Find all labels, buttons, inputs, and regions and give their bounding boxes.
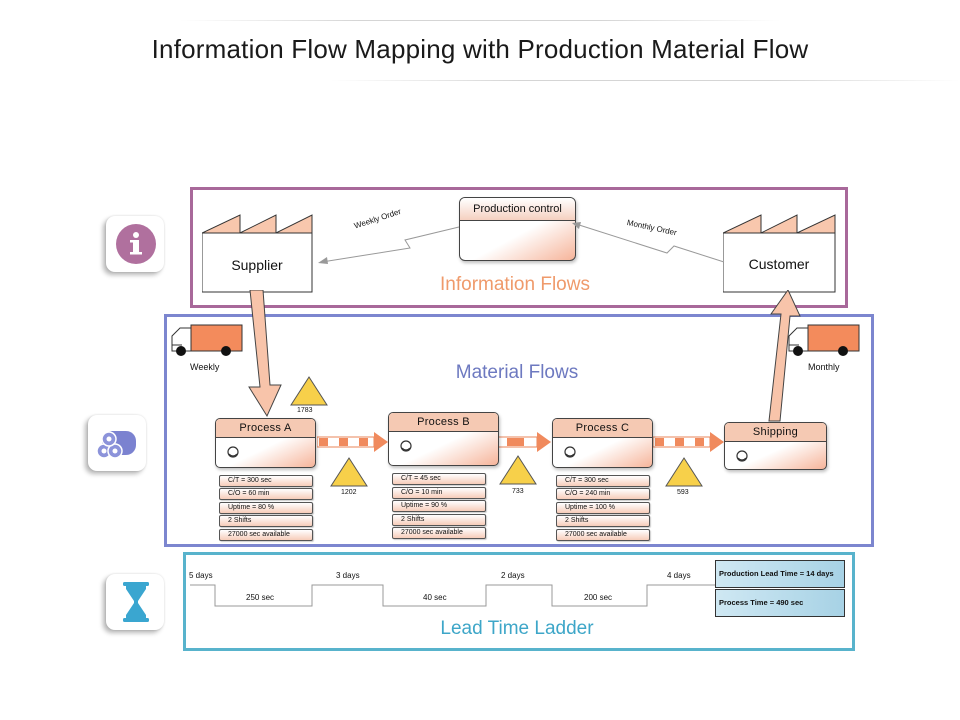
process-time-2: 40 sec xyxy=(423,593,447,602)
shipping-box: Shipping xyxy=(724,422,827,470)
process-time-3: 200 sec xyxy=(584,593,613,602)
lead-tile xyxy=(106,574,164,630)
process-c-uptime: Uptime = 100 % xyxy=(556,502,650,514)
monthly-label: Monthly xyxy=(808,362,840,372)
material-flows-section xyxy=(164,314,874,547)
inventory-triangle-icon xyxy=(290,376,328,406)
lead-time-ladder-label: Lead Time Ladder xyxy=(440,618,594,639)
inventory-value-1: 1783 xyxy=(297,407,313,414)
process-c-box: Process C xyxy=(552,418,653,468)
process-b-uptime: Uptime = 90 % xyxy=(392,500,486,512)
customer-factory-icon xyxy=(723,214,836,293)
customer-shipment-arrow xyxy=(768,290,801,422)
process-c-co: C/O = 240 min xyxy=(556,488,650,500)
inventory-triangle-icon xyxy=(499,455,537,485)
push-arrow-icon xyxy=(317,432,388,452)
process-b-ct: C/T = 45 sec xyxy=(392,473,486,485)
lead-days-3: 2 days xyxy=(501,571,525,580)
process-b-label: Process B xyxy=(389,413,498,432)
operator-icon xyxy=(736,450,748,462)
inventory-value-3: 733 xyxy=(512,488,524,495)
production-control-box: Production control xyxy=(459,197,576,261)
inventory-triangle-icon xyxy=(665,457,703,487)
weekly-label: Weekly xyxy=(190,362,220,372)
information-arrows xyxy=(318,222,725,264)
supplier-factory-icon xyxy=(202,214,313,293)
supplier-label: Supplier xyxy=(231,257,283,273)
inventory-triangle-icon xyxy=(330,457,368,487)
material-rolls-icon xyxy=(96,431,136,459)
info-tile xyxy=(106,216,164,272)
inventory-value-4: 593 xyxy=(677,489,689,496)
lead-time-ladder-line xyxy=(190,584,715,607)
process-a-box: Process A xyxy=(215,418,316,468)
process-c-available: 27000 sec available xyxy=(556,529,650,541)
process-a-uptime: Uptime = 80 % xyxy=(219,502,313,514)
process-a-shifts: 2 Shifts xyxy=(219,515,313,527)
lead-days-1: 5 days xyxy=(189,571,213,580)
lead-time-ladder-section xyxy=(183,552,855,651)
customer-truck-icon xyxy=(788,324,860,356)
production-lead-time-box: Production Lead Time = 14 days xyxy=(715,560,845,588)
process-b-box: Process B xyxy=(388,412,499,466)
top-rule xyxy=(180,20,780,21)
page-title: Information Flow Mapping with Production… xyxy=(151,34,809,64)
operator-icon xyxy=(564,446,576,458)
title-rule xyxy=(330,80,960,81)
production-control-label: Production control xyxy=(460,198,575,221)
supplier-truck-icon xyxy=(171,324,243,356)
process-b-available: 27000 sec available xyxy=(392,527,486,539)
process-a-available: 27000 sec available xyxy=(219,529,313,541)
process-c-shifts: 2 Shifts xyxy=(556,515,650,527)
material-tile xyxy=(88,415,146,471)
process-a-label: Process A xyxy=(216,419,315,438)
lead-days-4: 4 days xyxy=(667,571,691,580)
customer-label: Customer xyxy=(748,256,810,272)
process-a-co: C/O = 60 min xyxy=(219,488,313,500)
material-flows-label: Material Flows xyxy=(455,362,579,383)
process-a-ct: C/T = 300 sec xyxy=(219,475,313,487)
information-flows-label: Information Flows xyxy=(440,274,590,295)
inventory-value-2: 1202 xyxy=(341,489,357,496)
supplier-shipment-arrow xyxy=(248,290,282,418)
operator-icon xyxy=(400,440,412,452)
lead-days-2: 3 days xyxy=(336,571,360,580)
process-c-label: Process C xyxy=(553,419,652,438)
process-time-1: 250 sec xyxy=(246,593,275,602)
shipping-label: Shipping xyxy=(725,423,826,442)
info-icon xyxy=(116,224,156,264)
process-c-ct: C/T = 300 sec xyxy=(556,475,650,487)
process-b-co: C/O = 10 min xyxy=(392,487,486,499)
operator-icon xyxy=(227,446,239,458)
process-time-box: Process Time = 490 sec xyxy=(715,589,845,617)
process-b-shifts: 2 Shifts xyxy=(392,514,486,526)
push-arrow-icon xyxy=(653,432,724,452)
hourglass-icon xyxy=(123,582,149,622)
push-arrow-icon xyxy=(498,432,551,452)
information-flows-section xyxy=(190,187,848,308)
